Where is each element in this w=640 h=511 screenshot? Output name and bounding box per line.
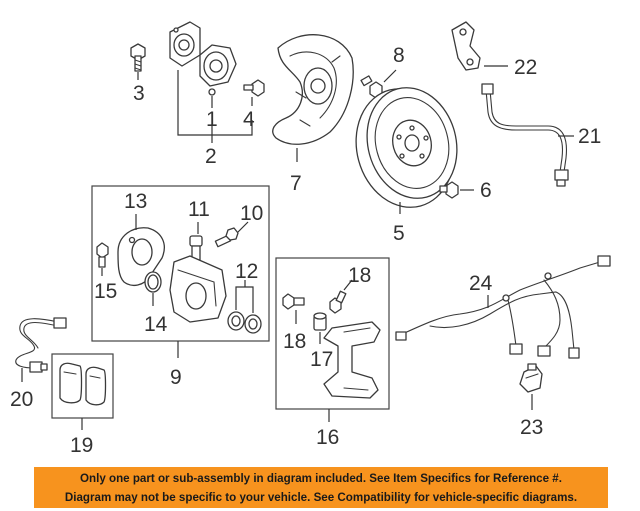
callout-12: 12 <box>235 260 258 283</box>
part-22-bracket <box>451 21 481 71</box>
callout-2: 2 <box>205 145 217 168</box>
disclaimer-line-1: Only one part or sub-assembly in diagram… <box>80 472 562 485</box>
callout-14: 14 <box>144 313 168 336</box>
callout-5: 5 <box>393 222 405 245</box>
part-16-carrier <box>323 321 381 399</box>
callout-22: 22 <box>514 56 537 79</box>
part-6-bolt <box>439 181 459 199</box>
callout-10: 10 <box>240 202 263 225</box>
part-12-pistons <box>227 311 262 334</box>
part-18-bolt-right <box>329 290 347 314</box>
callout-16: 16 <box>316 426 339 449</box>
part-10-bolt <box>214 227 239 248</box>
callout-20: 20 <box>10 388 33 411</box>
part-1-hub <box>169 21 237 96</box>
part-17-sleeve <box>313 312 327 331</box>
part-23-connector <box>519 363 543 393</box>
part-15-bolt <box>96 242 109 268</box>
callout-9: 9 <box>170 366 182 389</box>
part-4-bolt <box>243 79 265 97</box>
part-19-pads <box>59 362 107 406</box>
part-24-harness <box>395 255 611 359</box>
part-21-hose <box>481 83 569 187</box>
callout-17: 17 <box>310 348 333 371</box>
callout-8: 8 <box>393 44 405 67</box>
part-20-sensor <box>15 317 67 373</box>
callout-15: 15 <box>94 280 117 303</box>
part-3-bolt <box>130 43 146 72</box>
callout-7: 7 <box>290 172 302 195</box>
disclaimer-line-2: Diagram may not be specific to your vehi… <box>64 491 578 504</box>
callout-19: 19 <box>70 434 93 457</box>
callout-18-right: 18 <box>348 264 371 287</box>
part-7-shield <box>272 34 354 145</box>
callout-3: 3 <box>133 82 145 105</box>
callout-23: 23 <box>520 416 543 439</box>
part-18-bolt-left <box>282 293 305 310</box>
callout-11: 11 <box>188 198 210 221</box>
part-14-seal <box>144 271 162 293</box>
callout-24: 24 <box>469 272 493 295</box>
part-5-rotor <box>355 87 458 208</box>
callout-1: 1 <box>206 108 218 131</box>
callout-4: 4 <box>243 108 255 131</box>
callout-21: 21 <box>578 125 601 148</box>
disclaimer-banner: Only one part or sub-assembly in diagram… <box>34 467 608 508</box>
callout-18-left: 18 <box>283 330 306 353</box>
callout-13: 13 <box>124 190 147 213</box>
part-caliper-body <box>169 255 227 323</box>
callout-6: 6 <box>480 179 492 202</box>
